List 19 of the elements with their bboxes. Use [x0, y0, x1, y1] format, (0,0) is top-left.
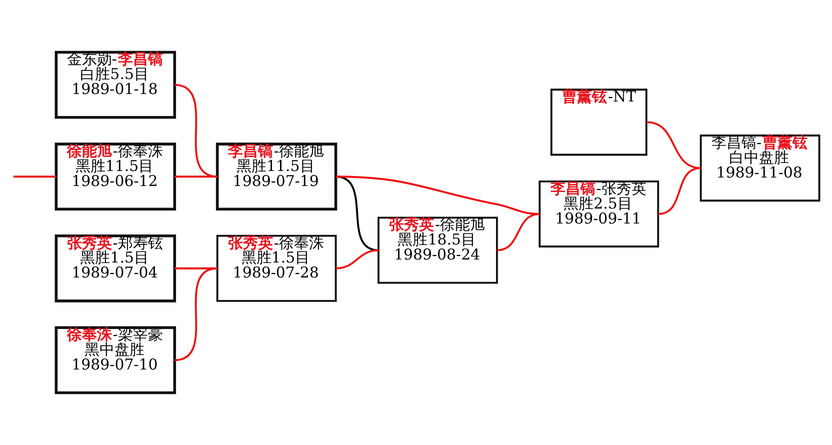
connector [336, 249, 379, 270]
node-box: 李昌镐-徐能旭 黑胜11.5目 1989-07-19 [216, 142, 338, 211]
node-box: 李昌镐-曹薰铉 白中盘胜 1989-11-08 [700, 134, 820, 202]
connector [496, 213, 540, 252]
node-box: 李昌镐-张秀英 黑胜2.5目 1989-09-11 [538, 180, 660, 248]
node-box: 张秀英-郑寿铉 黑胜1.5目 1989-07-04 [54, 234, 176, 302]
connector [336, 176, 540, 215]
connector [13, 176, 56, 178]
connector [658, 167, 701, 215]
node-box: 张秀英-徐能旭 黑胜18.5目 1989-08-24 [378, 216, 498, 284]
connector [646, 121, 701, 170]
node-box: 张秀英-徐奉洙 黑胜1.5目 1989-07-28 [216, 234, 337, 302]
node-box: 徐奉洙-梁宰豪 黑中盘胜 1989-07-10 [54, 326, 176, 394]
node-box: 徐能旭-徐奉洙 黑胜11.5目 1989-06-12 [54, 142, 176, 211]
connector [174, 176, 218, 178]
connector [174, 267, 218, 362]
node-box: 金东勋-李昌镐 白胜5.5目 1989-01-18 [54, 50, 176, 119]
connector [174, 84, 218, 178]
node-box: 曹薰铉-NT [550, 88, 648, 156]
